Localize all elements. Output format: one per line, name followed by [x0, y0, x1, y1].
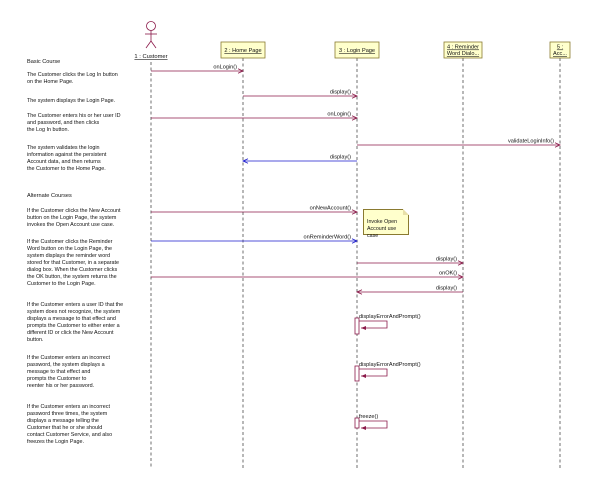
arrow-head	[351, 115, 358, 121]
customer-actor-icon	[145, 21, 157, 49]
actor-head-circle	[146, 21, 156, 31]
lifeline-label: 2 : Home Page	[224, 48, 261, 54]
lifeline-label-line: 5 :	[557, 45, 564, 51]
message: display()	[242, 155, 357, 164]
message: freeze()	[359, 414, 388, 430]
message-label: display()	[436, 257, 457, 263]
actor-heads: 1 : Customer 2 : Home Page 3 : Login Page 4…	[134, 21, 571, 60]
self-message-line	[359, 368, 388, 377]
message: onLogin()	[151, 65, 244, 74]
description-step: If the Customer clicks the Reminder Word…	[27, 239, 119, 287]
arrow-head	[237, 68, 244, 74]
message-label: onLogin()	[213, 65, 237, 71]
actor-label: 1 : Customer	[134, 54, 167, 60]
message: onLogin()	[151, 112, 358, 121]
lifeline-box	[549, 41, 571, 59]
description-step: The Customer clicks the Log In button on…	[27, 72, 118, 85]
message: onOK()	[151, 271, 464, 280]
activation-bar	[354, 365, 360, 382]
description-step: The Customer enters his or her user ID a…	[27, 113, 121, 133]
note-fold-corner	[403, 209, 409, 215]
lifeline-box	[334, 41, 380, 59]
arrow-head	[457, 274, 464, 280]
message: display()	[243, 90, 358, 99]
lifeline-label-line: 3 : Login Page	[339, 48, 375, 54]
basic-course-title: Basic Course	[27, 59, 61, 65]
message: onReminderWord()	[151, 235, 358, 244]
message: display()	[357, 257, 464, 266]
lifeline-box	[220, 41, 266, 59]
message-label: display()	[330, 90, 351, 96]
message: displayErrorAndPrompt()	[359, 314, 421, 330]
arrow-head	[242, 158, 249, 164]
message-label: onLogin()	[327, 112, 351, 118]
message-label: onOK()	[439, 271, 457, 277]
lifeline-label: 3 : Login Page	[339, 48, 375, 54]
description-step: If the Customer clicks the New Account b…	[27, 208, 121, 228]
activation-bar	[354, 317, 360, 335]
message-label: display()	[436, 286, 457, 292]
arrow-head	[351, 238, 358, 244]
messages: onLogin() display() onLogin() validateLogin…	[151, 65, 561, 430]
alternate-courses-title: Alternate Courses	[27, 193, 72, 199]
message-label: display()	[330, 155, 351, 161]
message: validateLoginInfo()	[357, 139, 561, 148]
description-step: If the Customer enters an incorrect pass…	[27, 404, 113, 445]
note-text: Invoke Open Account use case	[367, 219, 398, 239]
description-step: The system validates the login informati…	[27, 145, 107, 172]
lifeline-label-line: Word Dialo...	[447, 51, 480, 57]
arrow-head	[356, 289, 363, 295]
arrow-head	[361, 374, 366, 378]
lifeline-label-line: 2 : Home Page	[224, 48, 261, 54]
arrow-head	[351, 93, 358, 99]
message-label: displayErrorAndPrompt()	[359, 314, 421, 320]
description-step: The system displays the Login Page.	[27, 98, 116, 104]
arrow-head	[554, 142, 561, 148]
activation-bars	[354, 317, 360, 429]
lifeline-label-line: 4 : Reminder	[447, 45, 479, 51]
message-label: displayErrorAndPrompt()	[359, 362, 421, 368]
message: displayErrorAndPrompt()	[359, 362, 421, 378]
lifeline-label: 5 :Acc...	[553, 45, 567, 58]
self-message-line	[359, 320, 388, 329]
arrow-head	[457, 260, 464, 266]
actor-leg	[145, 40, 152, 49]
activation-bar	[354, 417, 360, 429]
message-label: freeze()	[359, 414, 378, 420]
arrow-head	[361, 426, 366, 430]
message-label: validateLoginInfo()	[508, 139, 554, 145]
lifelines	[150, 58, 561, 468]
description-step: If the Customer enters an incorrect pass…	[27, 355, 110, 389]
message: display()	[356, 286, 463, 295]
description-step: If the Customer enters a user ID that th…	[27, 302, 124, 343]
message-label: onNewAccount()	[310, 206, 351, 212]
lifeline-box	[443, 41, 483, 59]
arrow-head	[361, 326, 366, 330]
self-message-line	[359, 420, 388, 429]
arrow-head	[351, 209, 358, 215]
lifeline-label-line: Acc...	[553, 51, 567, 57]
message-label: onReminderWord()	[304, 235, 352, 241]
invoke-open-account-note: Invoke Open Account use case	[363, 209, 409, 239]
message: onNewAccount()	[151, 206, 358, 215]
actor-leg	[150, 40, 157, 49]
